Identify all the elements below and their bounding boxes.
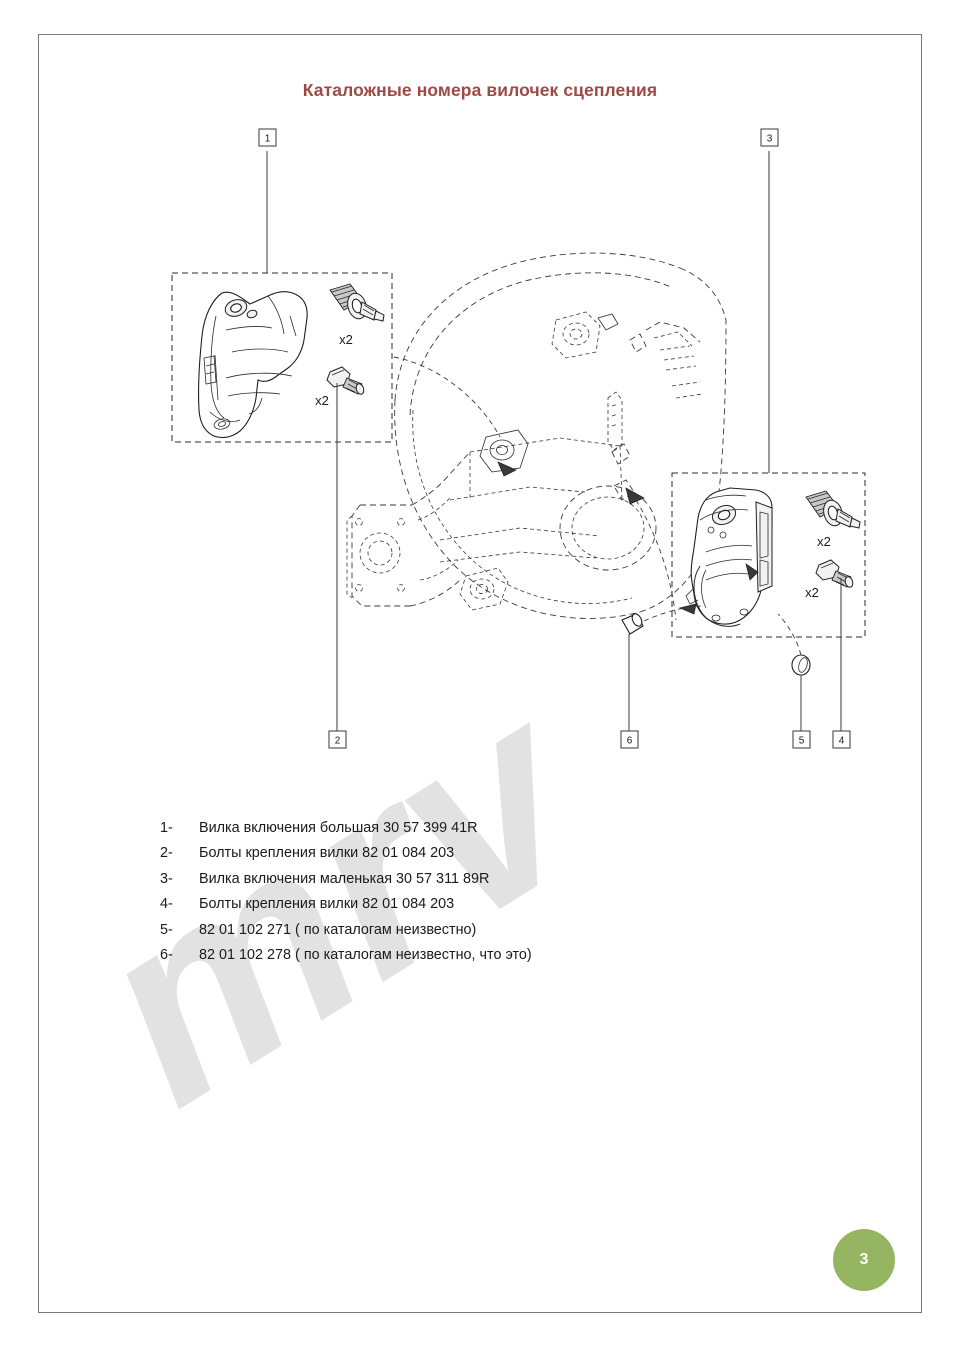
pivot-ball-stud-left: x2: [329, 283, 385, 347]
list-item-text: Болты крепления вилки 82 01 084 203: [199, 896, 455, 913]
parts-list: 1- Вилка включения большая 30 57 399 41R…: [160, 816, 780, 968]
list-item-number: 2-: [160, 845, 173, 862]
list-item: 6- 82 01 102 278 ( по каталогам неизвест…: [160, 943, 780, 968]
pivot-boss-mid: [479, 429, 529, 477]
callout-4: 4: [832, 578, 851, 749]
page-border: [38, 34, 922, 1313]
technical-diagram: .ln { fill:none; stroke:#2b2b2b; stroke-…: [171, 128, 866, 749]
list-item: 1- Вилка включения большая 30 57 399 41R: [160, 816, 780, 841]
bolt-left: x2: [315, 366, 365, 408]
callout-1: 1: [258, 128, 277, 273]
page-title: Каталожные номера вилочек сцепления: [302, 80, 658, 100]
page-number: 3: [859, 1251, 869, 1268]
list-item: 2- Болты крепления вилки 82 01 084 203: [160, 841, 780, 866]
page-number-badge: 3: [833, 1229, 895, 1291]
list-item: 4- Болты крепления вилки 82 01 084 203: [160, 892, 780, 917]
pivot-boss-upper: [551, 311, 619, 359]
callout-label: 1: [265, 134, 271, 145]
callout-label: 4: [839, 736, 845, 747]
list-item: 3- Вилка включения маленькая 30 57 311 8…: [160, 867, 780, 892]
callout-3: 3: [760, 128, 779, 473]
list-item: 5- 82 01 102 271 ( по каталогам неизвест…: [160, 918, 780, 943]
list-item-number: 4-: [160, 896, 173, 913]
callout-label: 5: [799, 736, 805, 747]
qty-label: x2: [315, 393, 329, 408]
list-item-text: 82 01 102 271 ( по каталогам неизвестно): [199, 921, 477, 938]
transmission-housing-ghost: [346, 252, 727, 619]
part-group-3: x2 x2: [671, 472, 866, 638]
list-item-number: 3-: [160, 870, 173, 887]
callout-label: 6: [627, 736, 633, 747]
assembly-leader-1: [393, 356, 501, 438]
callout-2: 2: [328, 383, 347, 749]
pivot-ball-stud-right: x2: [805, 490, 861, 549]
list-item-number: 5-: [160, 921, 173, 938]
list-item-text: Болты крепления вилки 82 01 084 203: [199, 845, 455, 862]
list-item-text: Вилка включения маленькая 30 57 311 89R: [199, 870, 490, 887]
list-item-number: 1-: [160, 820, 173, 836]
clutch-fork-large: [198, 291, 308, 439]
assembly-leader-3: [635, 499, 677, 621]
bolt-right: x2: [805, 559, 854, 600]
bushing-5: [777, 613, 811, 676]
callout-label: 3: [767, 134, 773, 145]
qty-label: x2: [817, 534, 831, 549]
part-group-1: x2 x2: [171, 272, 393, 443]
callout-label: 2: [335, 736, 341, 747]
qty-label: x2: [339, 332, 353, 347]
qty-label: x2: [805, 585, 819, 600]
callout-6: 6: [620, 634, 639, 749]
pivot-boss-lower: [459, 567, 509, 611]
list-item-number: 6-: [160, 947, 173, 964]
list-item-text: Вилка включения большая 30 57 399 41R: [199, 820, 478, 836]
list-item-text: 82 01 102 278 ( по каталогам неизвестно,…: [199, 947, 532, 964]
housing-right-flange: [611, 321, 703, 505]
clutch-fork-small: [678, 487, 773, 627]
bushing-6: [621, 605, 705, 635]
callout-5: 5: [792, 675, 811, 749]
